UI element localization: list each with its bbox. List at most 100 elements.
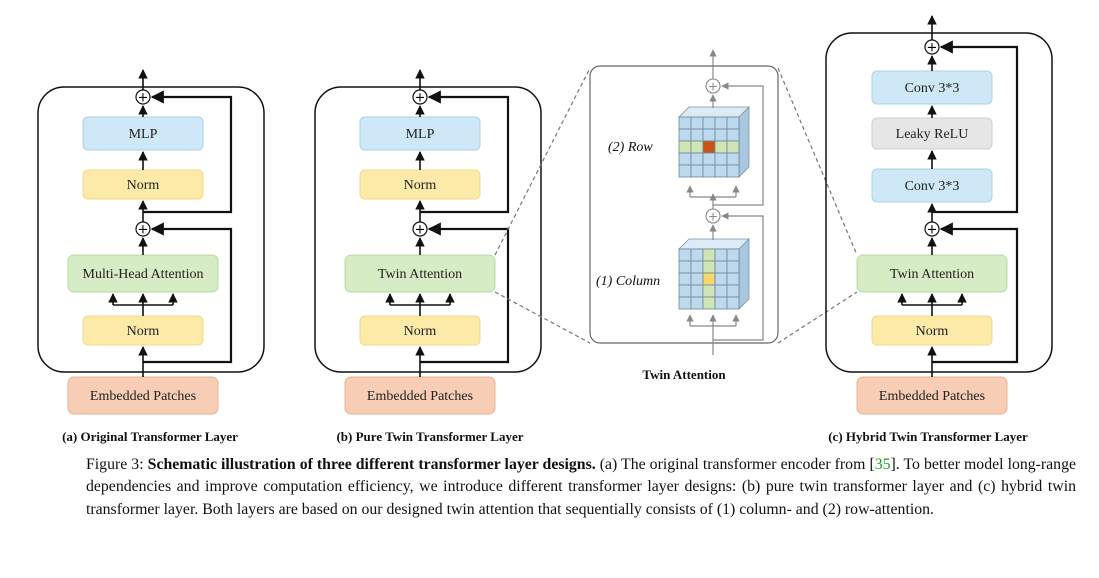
plus-label: + [138, 223, 149, 238]
cube-top-face [678, 106, 750, 118]
grid-cell [714, 260, 728, 274]
grid-cell [702, 128, 716, 142]
grid-cell [714, 116, 728, 130]
grid-cell [690, 116, 704, 130]
grid-cell [726, 164, 740, 178]
grid-cell [690, 296, 704, 310]
plus-label: + [927, 223, 938, 238]
grid-cell [690, 152, 704, 166]
grid-cell [678, 140, 692, 154]
panel-b-caption: (b) Pure Twin Transformer Layer [336, 429, 523, 444]
grid-cell [714, 140, 728, 154]
grid-cell [702, 296, 716, 310]
grid-cell [678, 284, 692, 298]
caption-close-bracket: ] [890, 456, 896, 473]
norm-top-label: Norm [127, 178, 160, 193]
grid-cell [678, 164, 692, 178]
grid-cell [678, 116, 692, 130]
architecture-diagram: Embedded Patches Norm Multi-Head Attenti… [37, 15, 1053, 444]
norm-bottom-label: Norm [127, 324, 160, 339]
plus-label: + [708, 210, 718, 224]
grid-cell [702, 272, 716, 286]
grid-cell [702, 116, 716, 130]
norm-top-label: Norm [404, 178, 437, 193]
twin-attention-label: Twin Attention [378, 267, 462, 282]
embedded-patches-label: Embedded Patches [879, 389, 985, 404]
grid-cell [678, 128, 692, 142]
embedded-patches-label: Embedded Patches [90, 389, 196, 404]
layer-frame [825, 32, 1053, 373]
mlp-label: MLP [129, 127, 158, 142]
grid-cell [714, 272, 728, 286]
layer-frame [314, 86, 542, 373]
grid-cell [702, 248, 716, 262]
grid-cell [702, 140, 716, 154]
grid-cell [726, 116, 740, 130]
norm-bottom-label: Norm [404, 324, 437, 339]
twin-attention-label: Twin Attention [890, 267, 974, 282]
column-attention-grid [678, 238, 750, 310]
grid-cell [678, 248, 692, 262]
grid-cell [678, 260, 692, 274]
caption-text-1: (a) The original transformer encoder fro… [595, 456, 870, 473]
grid-cell [690, 248, 704, 262]
layer-frame [37, 86, 265, 373]
conv-bottom-label: Conv 3*3 [905, 179, 960, 194]
grid-cell [678, 152, 692, 166]
plus-label: + [708, 80, 718, 94]
caption-prefix: Figure 3: [86, 456, 148, 473]
caption-open-bracket: [ [869, 456, 875, 473]
grid-cell [726, 284, 740, 298]
mlp-label: MLP [406, 127, 435, 142]
panel-c-caption: (c) Hybrid Twin Transformer Layer [828, 429, 1028, 444]
citation-link[interactable]: 35 [874, 456, 891, 473]
grid-cell [678, 296, 692, 310]
grid-cell [702, 260, 716, 274]
panel-a: Embedded Patches Norm Multi-Head Attenti… [37, 69, 265, 444]
grid-cell [726, 128, 740, 142]
grid-cell [702, 164, 716, 178]
grid-cell [702, 284, 716, 298]
grid-cell [714, 128, 728, 142]
caption-text-2: . To better model long-range dependencie… [86, 456, 1076, 518]
detail-title: Twin Attention [642, 367, 726, 382]
grid-cell [726, 260, 740, 274]
cube-top-face [678, 238, 750, 250]
panel-a-caption: (a) Original Transformer Layer [62, 429, 238, 444]
plus-label: + [415, 223, 426, 238]
plus-label: + [415, 91, 426, 106]
caption-title: Schematic illustration of three differen… [147, 456, 596, 473]
grid-cell [690, 128, 704, 142]
plus-label: + [138, 91, 149, 106]
grid-cell [714, 164, 728, 178]
grid-cell [690, 164, 704, 178]
grid-cell [726, 272, 740, 286]
attention-label: Multi-Head Attention [83, 267, 204, 282]
row-attention-grid [678, 106, 750, 178]
grid-cell [726, 140, 740, 154]
panel-c: Embedded Patches Norm Twin Attention Con… [825, 15, 1053, 444]
embedded-patches-label: Embedded Patches [367, 389, 473, 404]
grid-cell [690, 260, 704, 274]
figure-caption: Figure 3: Schematic illustration of thre… [86, 454, 1076, 521]
grid-cell [690, 272, 704, 286]
twin-attention-detail: (2) Row (1) Column + + Twin Attention [589, 49, 779, 382]
cube-side-face [738, 238, 750, 310]
norm-label: Norm [916, 324, 949, 339]
grid-cell [714, 248, 728, 262]
panel-b: Embedded Patches Norm Twin Attention Nor… [314, 69, 542, 444]
cube-side-face [738, 106, 750, 178]
grid-cell [702, 152, 716, 166]
conv-top-label: Conv 3*3 [905, 81, 960, 96]
grid-cell [714, 296, 728, 310]
grid-cell [690, 284, 704, 298]
grid-cell [690, 140, 704, 154]
grid-cell [726, 152, 740, 166]
plus-label: + [927, 41, 938, 56]
grid-cell [678, 272, 692, 286]
leaky-relu-label: Leaky ReLU [896, 127, 969, 142]
row-label: (2) Row [608, 140, 653, 155]
grid-cell [714, 152, 728, 166]
grid-cell [726, 296, 740, 310]
grid-cell [726, 248, 740, 262]
